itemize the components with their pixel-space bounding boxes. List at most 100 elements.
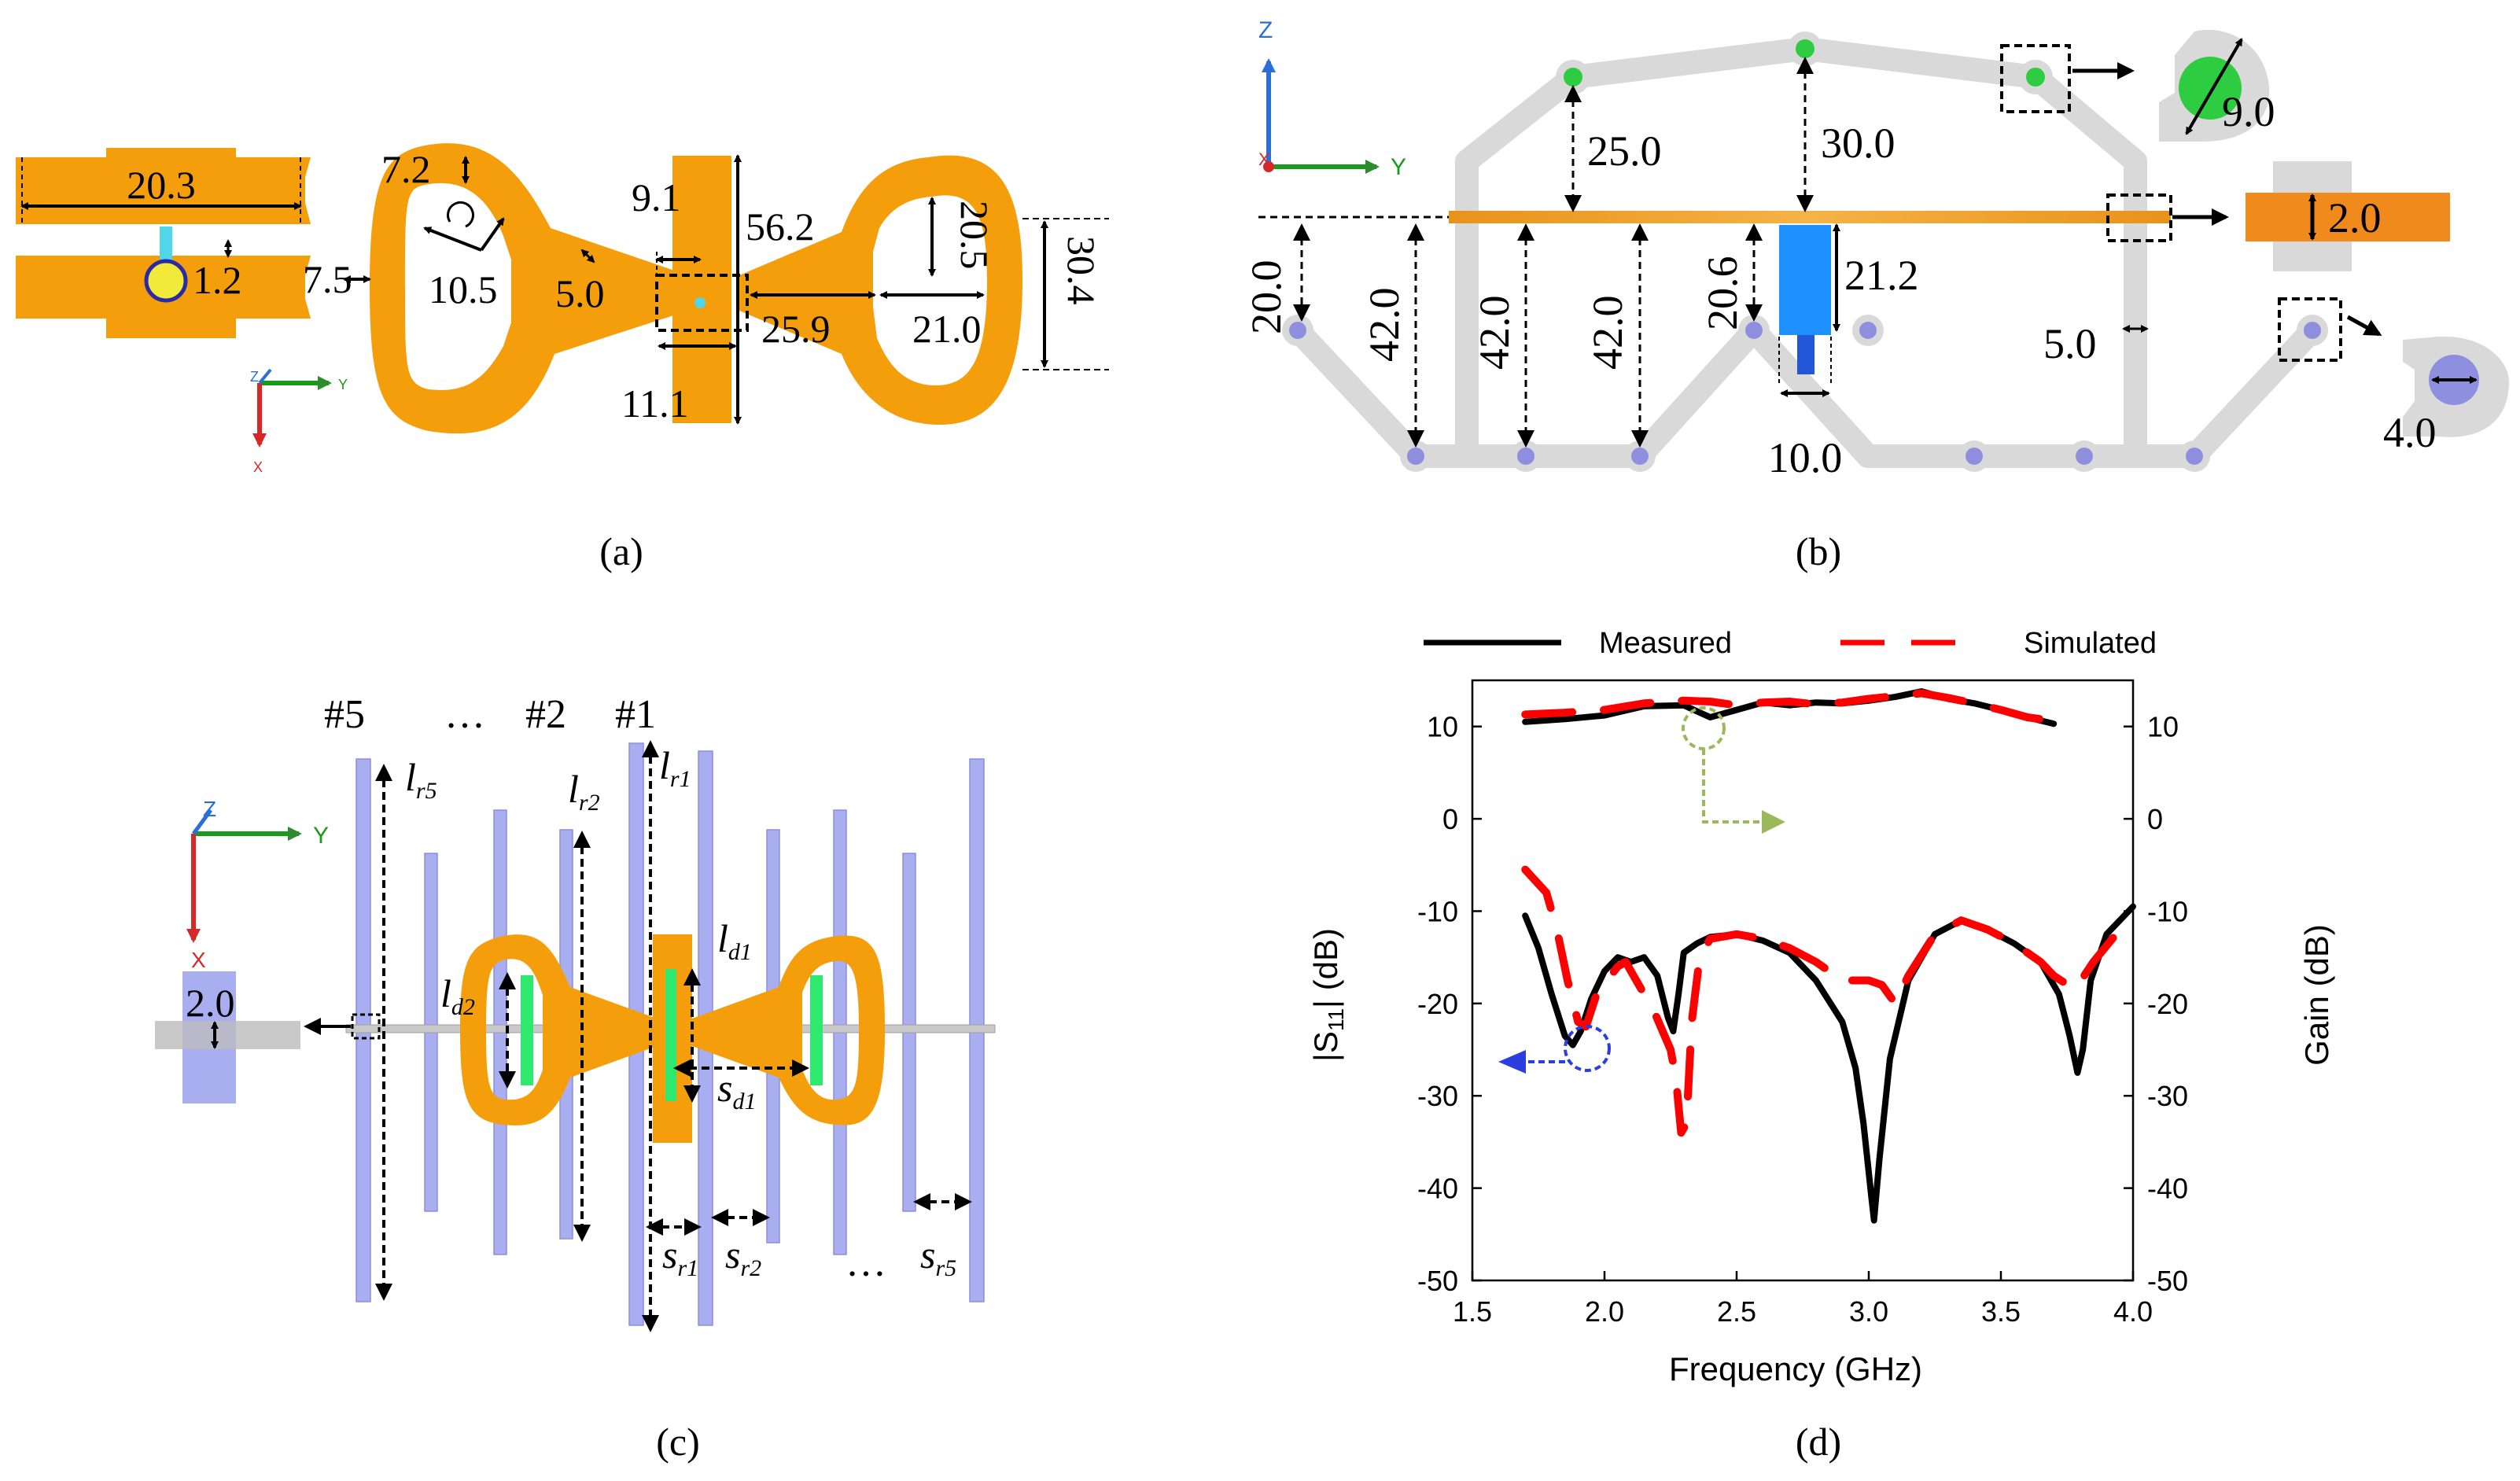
dim-42-0-c: 42.0: [1584, 296, 1631, 370]
label-ld1: ld1: [717, 916, 752, 965]
svg-text:Z: Z: [1258, 17, 1273, 43]
caption-a: (a): [599, 529, 643, 573]
label-dots-top: …: [444, 692, 485, 737]
series-line-s11-simulated: [1521, 865, 2124, 1137]
annotation-gain: [1682, 706, 1785, 834]
dim-20-5: 20.5: [952, 201, 997, 270]
dim-56-2: 56.2: [746, 204, 815, 249]
x-tick-label: 3.5: [1981, 1295, 2021, 1328]
label-lr1: lr1: [659, 743, 691, 792]
y-tick-label-right: 0: [2147, 803, 2163, 835]
label-dots-bot: …: [846, 1240, 886, 1285]
panel-a: 20.3 1.2 Z Y X 7.2 10.5 7.5: [16, 143, 1109, 573]
pcb-board: [1449, 211, 2171, 223]
caption-d: (d): [1796, 1420, 1841, 1464]
x-tick-label: 2.5: [1717, 1295, 1756, 1328]
x-axis-ticks: 1.5 2.0 2.5 3.0 3.5 4.0: [1453, 1271, 2153, 1328]
label-sr5: sr5: [920, 1232, 956, 1281]
dim-5-0: 5.0: [555, 271, 605, 315]
y-tick-label-right: -30: [2147, 1080, 2188, 1112]
legend-label-measured: Measured: [1599, 627, 1732, 660]
panel-c: #5 … #2 #1 Z Y X: [155, 692, 996, 1464]
dim-42-0-a: 42.0: [1361, 288, 1408, 363]
chart-series: [1521, 688, 2136, 1224]
feed-block: [1779, 225, 1831, 335]
feed-connector: [1797, 335, 1814, 374]
caption-b: (b): [1796, 529, 1841, 573]
panel-b: Z Y X: [1243, 17, 2509, 573]
bowtie-dipole: [370, 143, 1022, 434]
label-sr1: sr1: [662, 1232, 698, 1281]
left-loop-arm: [370, 143, 688, 434]
chart-legend: Measured Simulated: [1424, 627, 2157, 660]
frame-posts-bottom: [1282, 315, 2328, 472]
svg-text:Z: Z: [203, 797, 216, 821]
dim-11-1: 11.1: [621, 381, 689, 426]
svg-text:Y: Y: [1391, 154, 1406, 180]
dim-10-0: 10.0: [1768, 434, 1843, 481]
dim-4-0: 4.0: [2383, 409, 2437, 456]
y-tick-label-left: 0: [1442, 803, 1458, 835]
feed-zoom-box: [655, 274, 749, 332]
svg-text:Z: Z: [250, 369, 259, 385]
dim-2-0-c: 2.0: [186, 981, 235, 1025]
series-line-s11-measured: [1522, 903, 2136, 1224]
y-axis-right-ticks: 10 0 -10 -20 -30 -40 -50: [2124, 711, 2188, 1297]
label-sd1: sd1: [717, 1066, 756, 1114]
dim-20-3: 20.3: [127, 163, 196, 207]
axis-triad-c: Z Y X: [186, 797, 329, 972]
dim-5-0-b: 5.0: [2043, 320, 2097, 367]
y-tick-label-right: -50: [2147, 1265, 2188, 1297]
dim-2-0-b: 2.0: [2328, 194, 2382, 241]
annotation-s11: [1498, 1025, 1611, 1074]
dim-42-0-b: 42.0: [1471, 296, 1518, 370]
dims-c: [375, 740, 972, 1332]
dim-30-0: 30.0: [1821, 120, 1896, 167]
dim-20-6: 20.6: [1699, 256, 1746, 331]
y-axis-left-label: |S11| (dB): [1307, 928, 1348, 1062]
inset-top-post: [2159, 29, 2270, 142]
y-axis-right-label: Gain (dB): [2298, 924, 2335, 1066]
dim-30-4: 30.4: [1059, 236, 1103, 305]
svg-text:X: X: [1258, 149, 1270, 169]
dims-b: [1293, 57, 1814, 448]
x-tick-label: 2.0: [1585, 1295, 1624, 1328]
svg-text:X: X: [191, 948, 206, 972]
legend-label-simulated: Simulated: [2024, 627, 2157, 660]
dim-7-5: 7.5: [303, 257, 352, 301]
label-n5: #5: [324, 692, 365, 737]
y-tick-label-left: -10: [1417, 895, 1458, 927]
y-tick-label-left: -40: [1417, 1173, 1458, 1205]
feed-point: [694, 297, 706, 308]
x-tick-label: 4.0: [2113, 1295, 2153, 1328]
label-n2: #2: [525, 692, 566, 737]
svg-text:X: X: [253, 459, 263, 475]
dim-9-1: 9.1: [632, 175, 681, 219]
dim-25-9: 25.9: [761, 307, 831, 351]
dim-21-0: 21.0: [912, 307, 982, 351]
dim-25-0: 25.0: [1587, 127, 1662, 175]
label-lr5: lr5: [405, 755, 437, 804]
svg-text:Y: Y: [338, 377, 348, 392]
svg-text:Y: Y: [313, 823, 329, 849]
bowtie-dipole-c: [460, 934, 885, 1143]
inset-rod-section: [155, 971, 300, 1103]
y-tick-label-right: -40: [2147, 1173, 2188, 1205]
label-n1: #1: [615, 692, 656, 737]
x-tick-label: 3.0: [1849, 1295, 1888, 1328]
label-ld2: ld2: [440, 971, 475, 1020]
axis-triad-a: Z Y X: [250, 368, 348, 475]
caption-c: (c): [656, 1420, 700, 1464]
y-tick-label-right: -20: [2147, 988, 2188, 1020]
y-tick-label-right: 10: [2147, 711, 2179, 743]
y-tick-label-left: -30: [1417, 1080, 1458, 1112]
label-lr2: lr2: [568, 767, 600, 816]
series-line-gain-simulated: [1521, 689, 2058, 725]
dim-10-5: 10.5: [429, 267, 498, 311]
y-tick-label-left: 10: [1427, 711, 1458, 743]
panel-d-chart: Measured Simulated 1.5 2.0 2.5 3.0 3.5 4.0 10…: [1307, 627, 2335, 1464]
x-tick-label: 1.5: [1453, 1295, 1492, 1328]
y-axis-left-ticks: 100-10-20-30-40-50: [1417, 711, 1482, 1297]
y-tick-label-right: -10: [2147, 895, 2188, 927]
